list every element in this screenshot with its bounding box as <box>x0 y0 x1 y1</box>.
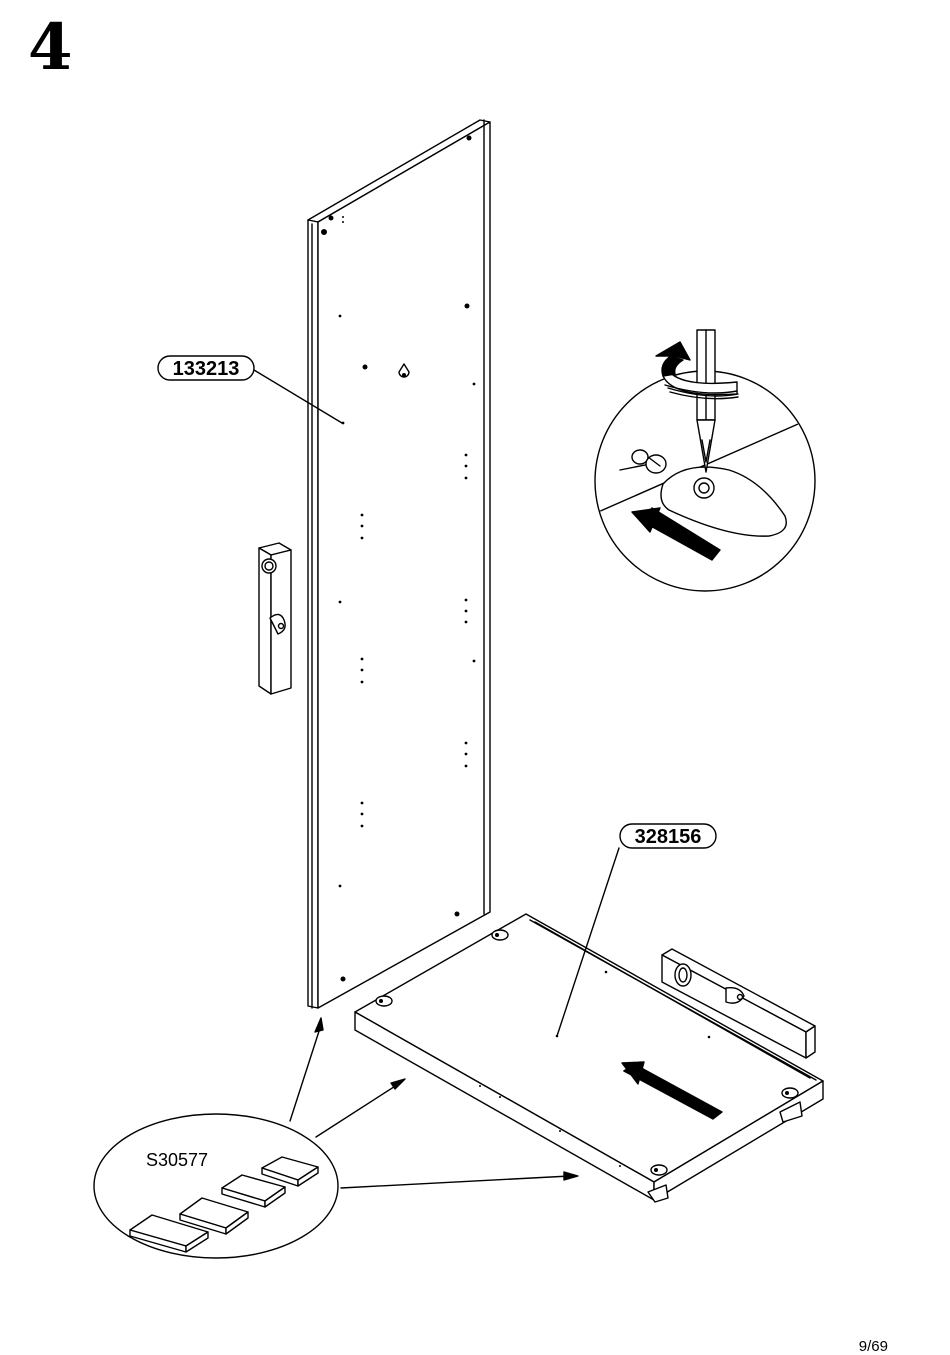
page-number: 9/69 <box>859 1338 888 1355</box>
detail-circle <box>580 330 830 591</box>
level-tool-icon <box>259 543 291 694</box>
side-panel <box>308 120 490 1008</box>
label-bottom-panel: 328156 <box>620 824 716 848</box>
bottom-panel <box>355 914 823 1202</box>
label-side-panel: 133213 <box>158 356 254 380</box>
hardware-bubble <box>94 1114 338 1258</box>
part-number-side-panel: 133213 <box>173 358 240 380</box>
part-number-bottom-panel: 328156 <box>635 826 702 848</box>
hardware-code: S30577 <box>146 1150 208 1170</box>
